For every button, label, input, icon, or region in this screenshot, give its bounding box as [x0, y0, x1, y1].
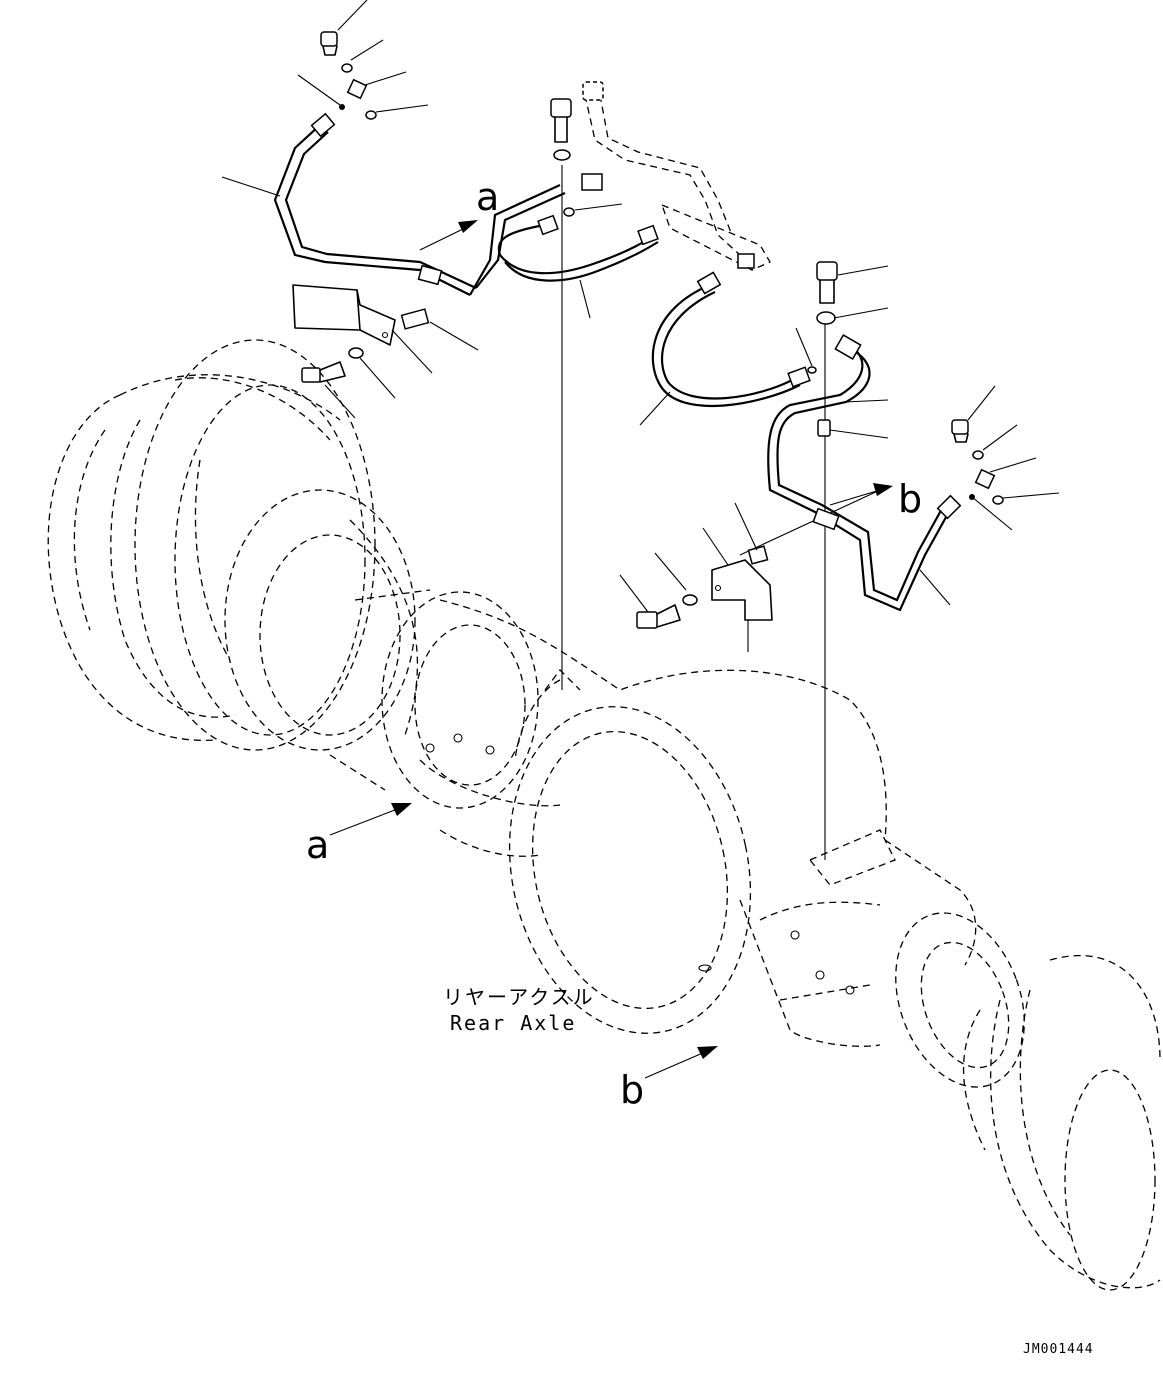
axle-housing: [419, 599, 1025, 1088]
right-wheel: [962, 954, 1161, 1291]
leader-lines: [221, 0, 1060, 652]
right-bracket: [636, 545, 773, 629]
ref-arrow-b-top: [829, 483, 893, 506]
axle-label-en: Rear Axle: [450, 1011, 576, 1035]
ref-letter-a-top: a: [476, 175, 499, 219]
ref-arrow-a-bottom: [329, 803, 412, 836]
drawing-code: JM001444: [1023, 1342, 1094, 1357]
left-top-fittings: [320, 31, 377, 120]
right-top-fittings: [951, 419, 1004, 505]
ref-letter-b-top: b: [898, 477, 922, 521]
ref-arrow-b-bottom: [644, 1046, 718, 1079]
right-flex-hose: [651, 253, 811, 408]
left-hub: [329, 589, 539, 809]
left-bracket: [292, 284, 430, 383]
ref-letter-b-bottom: b: [620, 1068, 644, 1112]
ref-letter-a-bottom: a: [306, 823, 329, 867]
axle-label-jp: リヤーアクスル: [443, 985, 595, 1009]
reference-lines: [561, 165, 881, 860]
left-wheel: [47, 339, 419, 751]
right-tube-assembly: [767, 261, 962, 612]
left-tube-assembly: [273, 112, 659, 296]
ref-arrow-a-top: [419, 220, 478, 251]
center-top: [550, 81, 771, 271]
